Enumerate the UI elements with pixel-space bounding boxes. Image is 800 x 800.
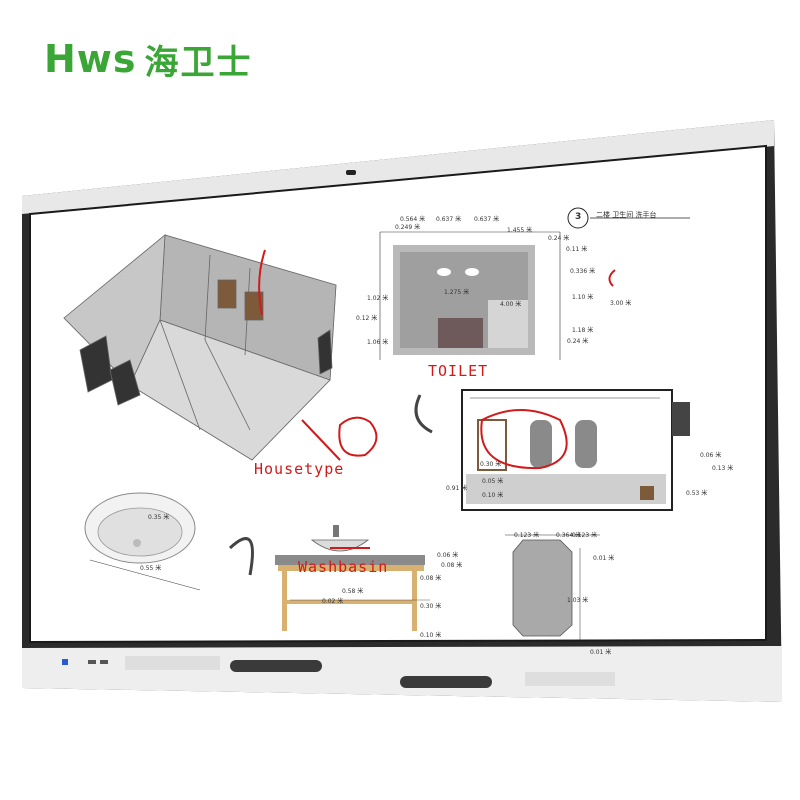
display-bottom-bar: [22, 646, 782, 702]
housetype-3d-drawing: [63, 234, 337, 461]
dimension-label: 0.249 米: [395, 224, 421, 231]
dimension-label: 3.00 米: [610, 300, 632, 307]
pen-tray-left[interactable]: [230, 660, 322, 672]
red-ink-circle: [480, 409, 568, 470]
dimension-label: 0.123 米: [572, 532, 598, 539]
dimension-label: 0.01 米: [590, 649, 612, 656]
speaker-grille-left: [125, 656, 220, 670]
dimension-label: 0.08 米: [441, 562, 463, 569]
dimension-label: 0.637 米: [474, 216, 500, 223]
dimension-label: 1.18 米: [572, 327, 594, 334]
annotation-housetype: Housetype: [254, 460, 345, 478]
dimension-label: 1.03 米: [567, 597, 589, 604]
usb-port-icon: [88, 660, 96, 664]
red-ink-arrow: [258, 249, 266, 316]
dimension-label: 1.06 米: [367, 339, 389, 346]
dimension-label: 1.02 米: [367, 295, 389, 302]
elevation-drawing-middle: [461, 389, 690, 511]
annotation-toilet: TOILET: [428, 362, 489, 380]
mirror-detail-drawing: [505, 534, 600, 640]
drawing-badge: 3: [575, 212, 582, 222]
speaker-grille-right: [525, 672, 615, 686]
dimension-label: 0.564 米: [400, 216, 426, 223]
dimension-label: 1.10 米: [572, 294, 594, 301]
power-button[interactable]: [62, 659, 68, 665]
washbasin-detail-drawing: [84, 492, 201, 591]
drawing-title: 二楼 卫生间 洗手台: [596, 211, 657, 219]
dimension-label: 0.35 米: [148, 514, 170, 521]
dimension-label: 0.11 米: [566, 246, 588, 253]
elevation-drawing-top: [379, 207, 690, 360]
dimension-label: 0.637 米: [436, 216, 462, 223]
dimension-label: 0.05 米: [482, 478, 504, 485]
brand-logo: Hws 海卫士: [44, 36, 253, 83]
curved-arrow-icon: [228, 537, 254, 576]
usb-port-icon: [100, 660, 108, 664]
brand-name-cn: 海卫士: [144, 42, 253, 83]
dimension-label: 0.10 米: [420, 632, 442, 639]
dimension-label: 0.336 米: [570, 268, 596, 275]
dimension-label: 0.12 米: [356, 315, 378, 322]
dimension-label: 0.24 米: [567, 338, 589, 345]
annotation-washbasin: Washbasin: [298, 558, 389, 576]
red-ink-circle: [338, 416, 378, 457]
dimension-label: 0.06 米: [437, 552, 459, 559]
red-ink-arrow: [301, 419, 341, 461]
dimension-label: 0.08 米: [420, 575, 442, 582]
dimension-label: 0.58 米: [342, 588, 364, 595]
dimension-label: 0.364 米: [556, 532, 582, 539]
red-ink-mark: [608, 269, 616, 287]
dimension-label: 0.24 米: [548, 235, 570, 242]
dimension-label: 0.10 米: [482, 492, 504, 499]
dimension-label: 0.53 米: [686, 490, 708, 497]
dimension-label: 4.00 米: [500, 301, 522, 308]
dimension-label: 0.30 米: [480, 461, 502, 468]
camera-icon: [346, 170, 356, 175]
dimension-label: 0.13 米: [712, 465, 734, 472]
display-top-bar: [22, 120, 774, 214]
dimension-label: 0.02 米: [322, 598, 344, 605]
dimension-label: 0.55 米: [140, 565, 162, 572]
curved-arrow-icon: [414, 394, 433, 434]
pen-tray-right[interactable]: [400, 676, 492, 688]
dimension-label: 0.123 米: [514, 532, 540, 539]
vanity-drawing: [275, 525, 430, 631]
dimension-label: 0.01 米: [593, 555, 615, 562]
dimension-label: 0.30 米: [420, 603, 442, 610]
dimension-label: 1.455 米: [507, 227, 533, 234]
brand-mark: Hws: [44, 37, 137, 81]
dimension-label: 0.06 米: [700, 452, 722, 459]
dimension-label: 1.275 米: [444, 289, 470, 296]
dimension-label: 0.91 米: [446, 485, 468, 492]
